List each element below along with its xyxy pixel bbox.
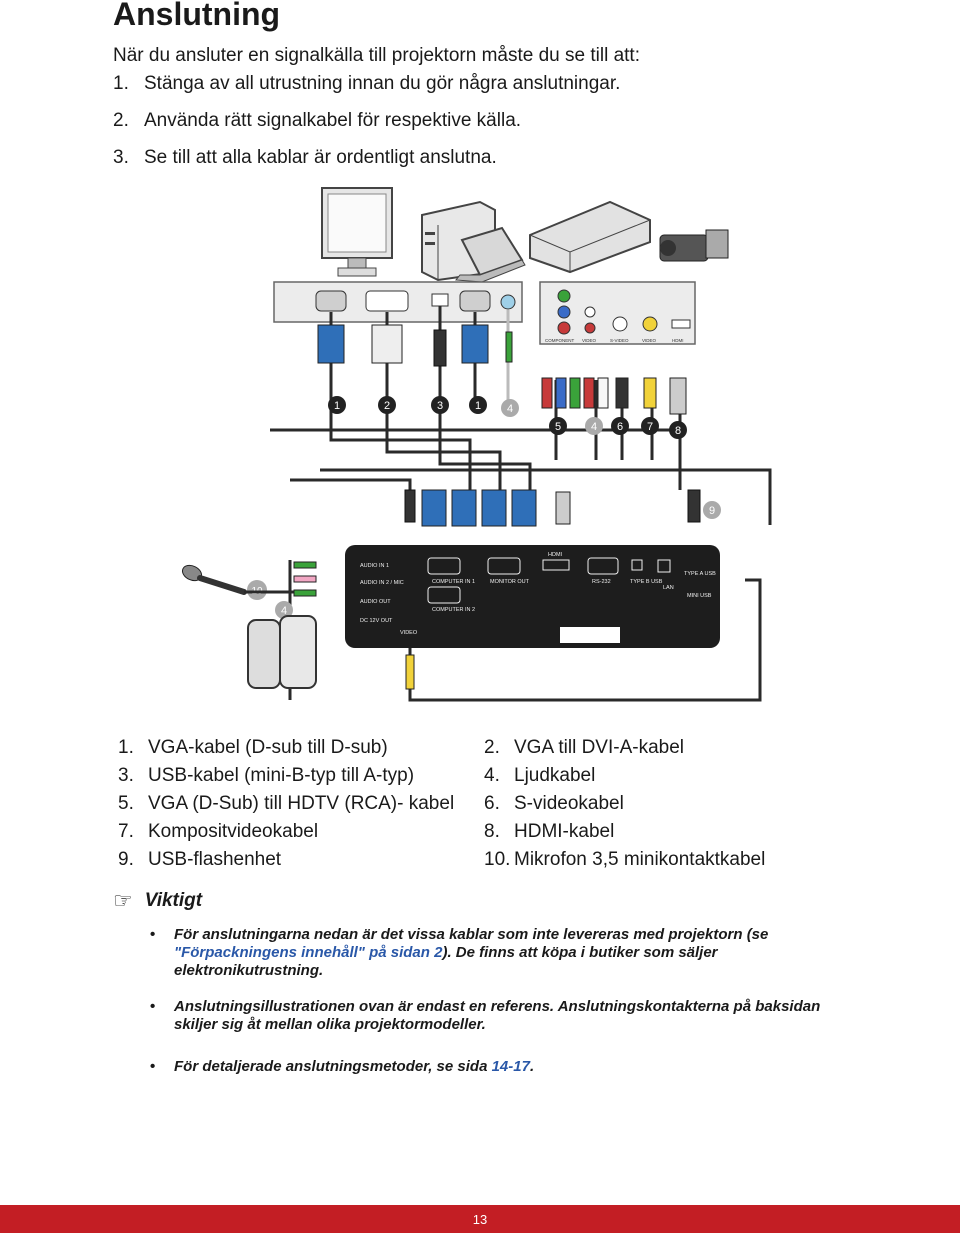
legend-item: 8.HDMI-kabel	[484, 821, 615, 842]
connection-diagram: COMPONENT VIDEO S-VIDEO VIDEO HDMI	[181, 187, 772, 702]
important-label: Viktigt	[144, 890, 203, 911]
note-item: • För anslutningarna nedan är det vissa …	[150, 926, 769, 979]
port-label-dc-out: DC 12V OUT	[360, 618, 393, 624]
link-pages[interactable]: 14-17	[491, 1058, 530, 1075]
projector-rear-panel: AUDIO IN 1 AUDIO IN 2 / MIC AUDIO OUT DC…	[345, 545, 720, 648]
port-label-lan: LAN	[663, 585, 674, 591]
important-heading: ☞ Viktigt	[113, 890, 202, 912]
step-text: Stänga av all utrustning innan du gör nå…	[144, 73, 621, 94]
camcorder-icon	[659, 229, 729, 262]
bullet-icon: •	[150, 998, 156, 1015]
cable-legend: 1.VGA-kabel (D-sub till D-sub) 2.VGA til…	[118, 736, 798, 876]
port-label-computer-in-2: COMPUTER IN 2	[432, 607, 475, 613]
note-item: • För detaljerade anslutningsmetoder, se…	[150, 1058, 535, 1075]
port-label-audio-in-2: AUDIO IN 2 / MIC	[360, 580, 404, 586]
step-number: 2.	[113, 110, 129, 131]
legend-item: 2.VGA till DVI-A-kabel	[484, 737, 684, 758]
port-label-type-a: TYPE A USB	[684, 571, 716, 577]
intro-text: När du ansluter en signalkälla till proj…	[113, 45, 640, 66]
step-text: Se till att alla kablar är ordentligt an…	[144, 147, 497, 168]
callout-1b: 1	[475, 400, 481, 412]
port-label-rs232: RS-232	[592, 579, 611, 585]
legend-row: 1.VGA-kabel (D-sub till D-sub) 2.VGA til…	[118, 736, 798, 764]
legend-item: 4.Ljudkabel	[484, 765, 596, 786]
port-label-mini-usb: MINI USB	[687, 593, 712, 599]
step-list: 1. Stänga av all utrustning innan du gör …	[113, 72, 620, 183]
microphone-icon	[181, 564, 247, 595]
port-label-hdmi-in: HDMI	[548, 552, 563, 558]
laptop-icon	[455, 226, 526, 283]
callout-2: 2	[384, 400, 390, 412]
legend-item: 9.USB-flashenhet	[118, 849, 282, 870]
page-number: 13	[472, 1212, 488, 1227]
port-label-svideo: S-VIDEO	[610, 338, 629, 343]
callout-4: 4	[507, 403, 513, 415]
page-footer: 13	[0, 1205, 960, 1233]
callout-3: 3	[437, 400, 443, 412]
legend-item: 6.S-videokabel	[484, 793, 624, 814]
monitor-icon	[321, 187, 393, 277]
step-item: 3. Se till att alla kablar är ordentligt …	[113, 146, 620, 183]
step-number: 3.	[113, 147, 129, 168]
step-number: 1.	[113, 73, 129, 94]
port-label-component: COMPONENT	[545, 338, 575, 343]
callout-4b: 4	[591, 421, 597, 433]
port-label-video: VIDEO	[582, 338, 597, 343]
port-label-type-b: TYPE B USB	[630, 579, 663, 585]
port-label-hdmi: HDMI	[672, 338, 684, 343]
callout-7: 7	[647, 421, 653, 433]
legend-row: 9.USB-flashenhet 10.Mikrofon 3,5 minikon…	[118, 848, 798, 876]
link-package-contents[interactable]: "Förpackningens innehåll" på sidan 2	[174, 944, 443, 961]
step-item: 1. Stänga av all utrustning innan du gör …	[113, 72, 620, 109]
dvd-player-icon	[529, 200, 651, 274]
callout-4c: 4	[281, 605, 287, 617]
legend-row: 3.USB-kabel (mini-B-typ till A-typ) 4.Lj…	[118, 764, 798, 792]
callout-1: 1	[334, 400, 340, 412]
legend-item: 3.USB-kabel (mini-B-typ till A-typ)	[118, 765, 415, 786]
legend-item: 10.Mikrofon 3,5 minikontaktkabel	[484, 849, 766, 870]
bullet-icon: •	[150, 926, 156, 943]
callout-5: 5	[555, 421, 561, 433]
step-text: Använda rätt signalkabel för respektive …	[144, 110, 522, 131]
callout-8: 8	[675, 425, 681, 437]
callout-9: 9	[709, 505, 715, 517]
legend-row: 7.Kompositvideokabel 8.HDMI-kabel	[118, 820, 798, 848]
important-notes: • För anslutningarna nedan är det vissa …	[150, 926, 830, 1076]
port-label-video: VIDEO	[400, 630, 418, 636]
note-item: • Anslutningsillustrationen ovan är enda…	[150, 998, 821, 1033]
bullet-icon: •	[150, 1058, 156, 1075]
port-label-monitor-out: MONITOR OUT	[490, 579, 530, 585]
step-item: 2. Använda rätt signalkabel för respektiv…	[113, 109, 620, 146]
legend-item: 7.Kompositvideokabel	[118, 821, 319, 842]
usb-flash-drive-icon	[687, 489, 701, 523]
port-label-video-2: VIDEO	[642, 338, 657, 343]
callout-6: 6	[617, 421, 623, 433]
legend-item: 1.VGA-kabel (D-sub till D-sub)	[118, 737, 388, 758]
pointing-hand-icon: ☞	[113, 888, 133, 913]
port-label-audio-out: AUDIO OUT	[360, 599, 391, 605]
port-label-computer-in-1: COMPUTER IN 1	[432, 579, 475, 585]
port-label-audio-in-1: AUDIO IN 1	[360, 563, 389, 569]
page-title: Anslutning	[113, 0, 281, 32]
legend-row: 5.VGA (D-Sub) till HDTV (RCA)- kabel 6.S…	[118, 792, 798, 820]
legend-item: 5.VGA (D-Sub) till HDTV (RCA)- kabel	[118, 793, 455, 814]
speakers-icon	[247, 615, 317, 689]
